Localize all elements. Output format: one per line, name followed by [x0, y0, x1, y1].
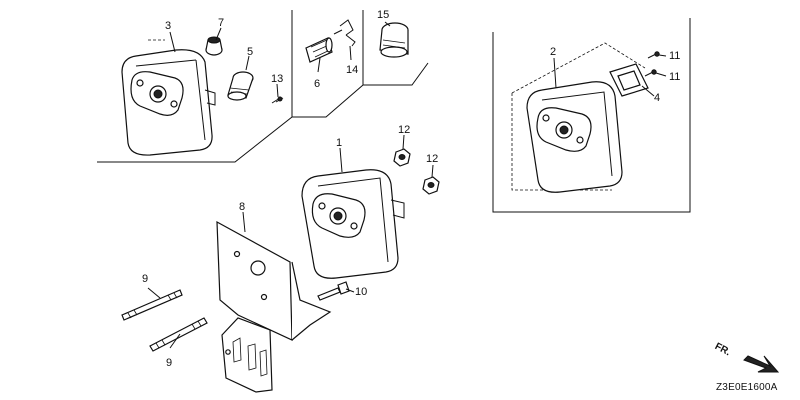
flange-bolt-drawing [317, 281, 350, 301]
leader-lines [147, 21, 667, 349]
label-part-9-lower: 9 [166, 357, 173, 369]
label-part-14: 14 [346, 64, 359, 76]
label-part-12-lower: 12 [426, 153, 439, 165]
retaining-clip-drawing [333, 19, 356, 47]
label-part-15: 15 [377, 9, 390, 21]
label-part-11-upper: 11 [669, 50, 681, 62]
spark-arrester-left-drawing [227, 71, 254, 101]
spark-arrester-screen-drawing [305, 37, 333, 63]
label-part-13: 13 [271, 73, 284, 85]
spark-arrester-right-drawing [379, 22, 409, 58]
muffler-main-drawing [301, 169, 405, 279]
screws-drawing [644, 51, 660, 77]
stud-bolts-drawing [121, 289, 208, 352]
label-part-3: 3 [165, 20, 172, 32]
label-part-11-lower: 11 [669, 71, 681, 83]
muffler-stay-drawing [216, 220, 332, 393]
label-part-10: 10 [355, 286, 368, 298]
muffler-assembly-drawing [526, 81, 623, 193]
label-part-8: 8 [239, 201, 246, 213]
muffler-plug-drawing [205, 36, 223, 56]
drawing-code: Z3E0E1600A [716, 382, 778, 393]
tapping-screw-drawing [271, 96, 284, 104]
label-part-4: 4 [654, 92, 661, 104]
label-part-1: 1 [336, 137, 343, 149]
front-arrow-icon [743, 355, 780, 373]
flange-nuts-drawing [393, 148, 440, 195]
label-part-5: 5 [247, 46, 254, 58]
label-part-2: 2 [550, 46, 557, 58]
label-part-7: 7 [218, 17, 225, 29]
panel-frame-lines [97, 10, 691, 213]
label-part-6: 6 [314, 78, 321, 90]
muffler-upper-left-drawing [121, 49, 216, 156]
label-part-12-upper: 12 [398, 124, 411, 136]
label-part-9-upper: 9 [142, 273, 149, 285]
spark-arrester-gasket-drawing [609, 63, 649, 97]
